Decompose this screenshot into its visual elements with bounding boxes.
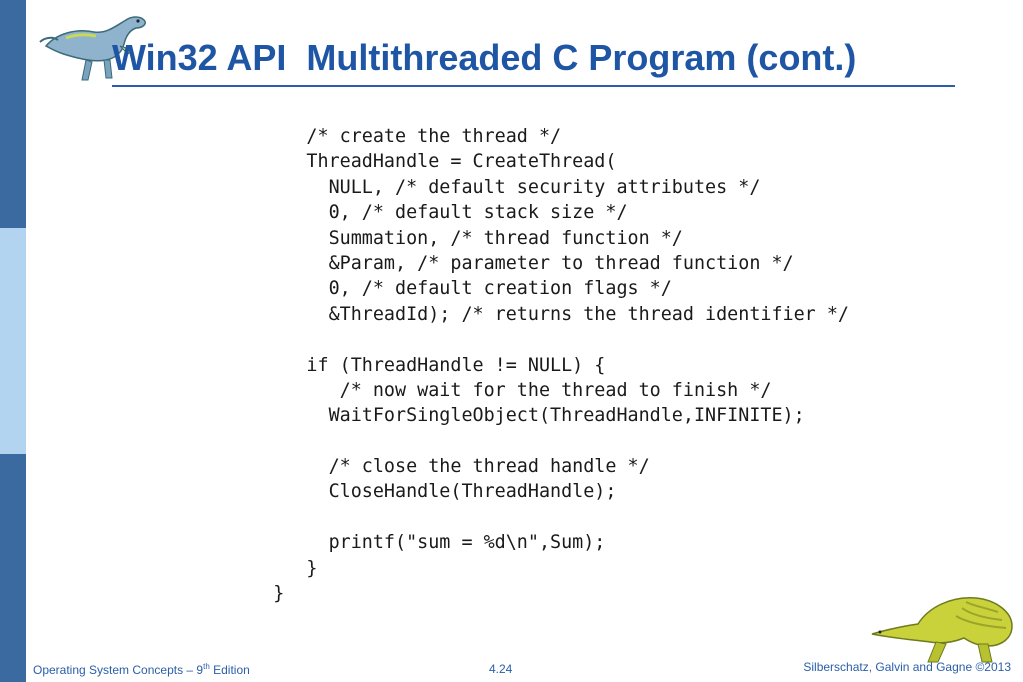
sidebar-segment-dark-bottom: [0, 454, 26, 682]
code-line: 0, /* default creation flags */: [240, 278, 672, 300]
dinosaur-logo-icon: [39, 16, 147, 81]
code-line: /* create the thread */: [240, 126, 562, 147]
code-line: [240, 505, 849, 530]
title-divider: [112, 85, 955, 87]
sidebar-segment-light: [0, 228, 26, 454]
footer-book-title: Operating System Concepts – 9th Edition: [33, 662, 250, 677]
code-line: WaitForSingleObject(ThreadHandle,INFINIT…: [240, 405, 805, 427]
page-title: Win32 API Multithreaded C Program (cont.…: [112, 37, 857, 78]
code-line: ThreadHandle = CreateThread(: [240, 151, 617, 173]
code-line: if (ThreadHandle != NULL) {: [240, 354, 606, 376]
code-line: [240, 429, 849, 454]
footer-book-sup: th: [203, 662, 210, 671]
code-line: /* close the thread handle */: [240, 456, 650, 478]
code-line: 0, /* default stack size */: [240, 202, 628, 224]
code-line: }: [240, 557, 318, 579]
dinosaur-illustration-icon: [871, 597, 1013, 663]
footer-copyright: Silberschatz, Galvin and Gagne ©2013: [803, 660, 1011, 674]
footer-page-number: 4.24: [489, 662, 513, 676]
code-line: CloseHandle(ThreadHandle);: [240, 481, 617, 503]
footer-book-suffix: Edition: [209, 663, 250, 677]
code-line: [240, 327, 849, 352]
code-block: /* create the thread */ ThreadHandle = C…: [240, 124, 849, 606]
code-line: &ThreadId); /* returns the thread identi…: [240, 303, 849, 325]
footer-book-prefix: Operating System Concepts – 9: [33, 663, 204, 677]
sidebar-stripe: [0, 0, 26, 682]
code-line: Summation, /* thread function */: [240, 227, 683, 249]
code-line: &Param, /* parameter to thread function …: [240, 252, 794, 274]
code-line: printf("sum = %d\n",Sum);: [240, 532, 606, 554]
sidebar-segment-dark-top: [0, 0, 26, 228]
code-line: /* now wait for the thread to finish */: [240, 379, 772, 401]
code-line: }: [240, 583, 285, 605]
code-line: NULL, /* default security attributes */: [240, 176, 761, 198]
